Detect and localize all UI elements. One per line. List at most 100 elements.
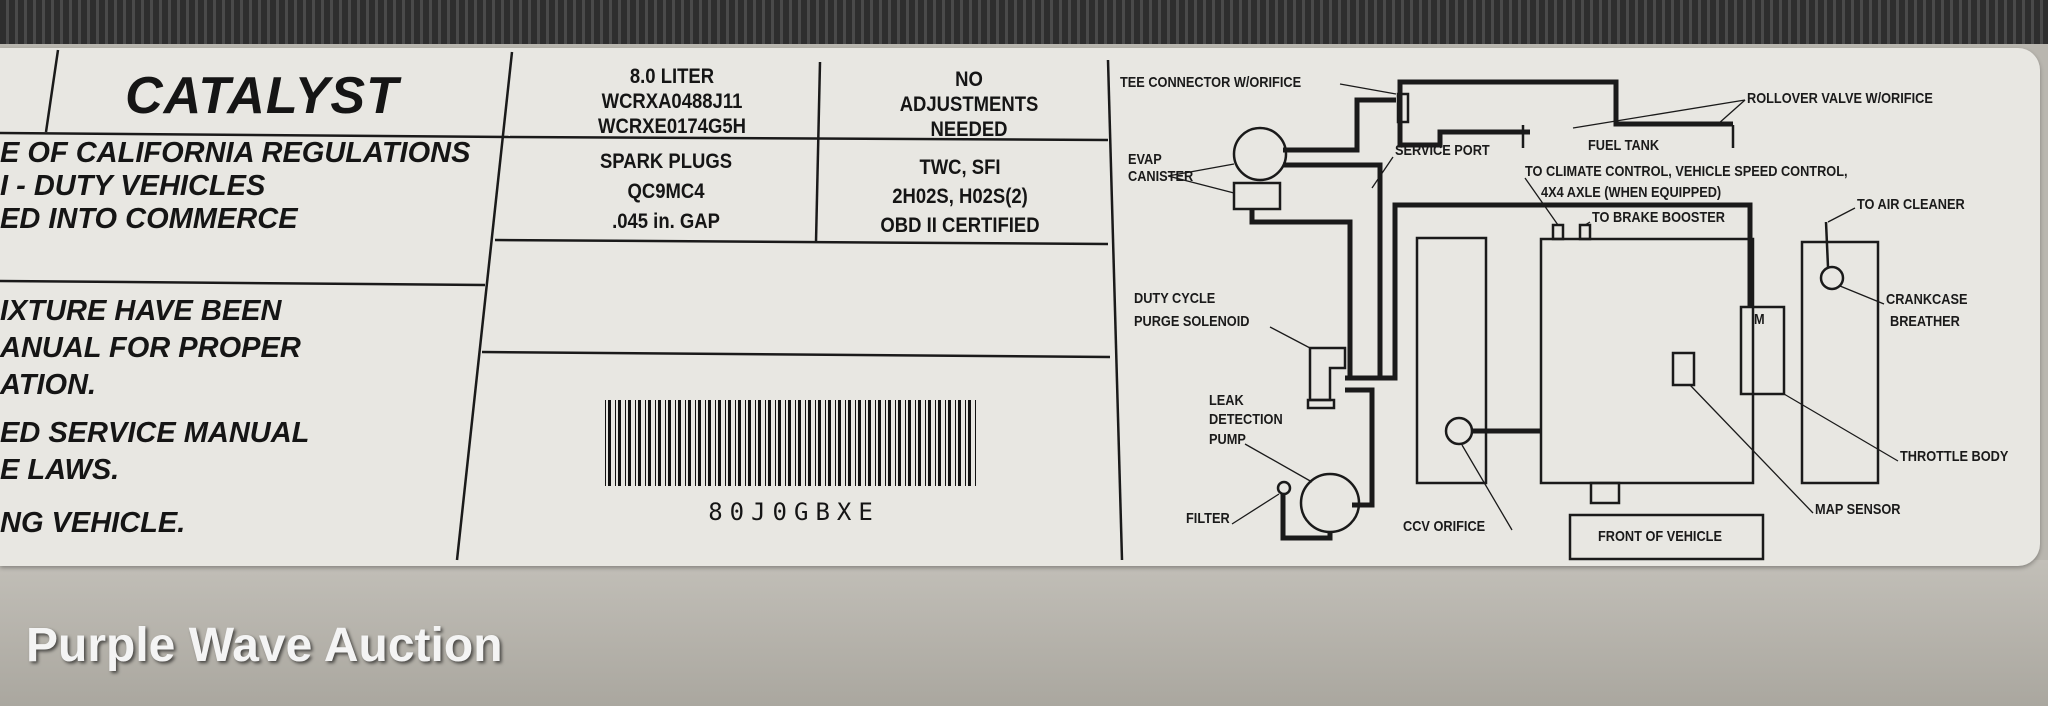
barcode-bar: [658, 400, 661, 486]
hose: [1283, 97, 1396, 153]
evap-family-code: WCRXE0174G5H: [598, 115, 746, 138]
diagram-label: CRANKCASE: [1886, 291, 1968, 308]
cell-line: NEEDED: [930, 118, 1008, 141]
emission-systems-cell: TWC, SFI 2H02S, H02S(2) OBD II CERTIFIED: [880, 153, 1039, 240]
barcode-bar: [855, 400, 856, 486]
diagram-label: 4X4 AXLE (WHEN EQUIPPED): [1541, 184, 1722, 201]
hose: [1249, 209, 1353, 380]
barcode-bar: [815, 400, 816, 486]
divider: [1106, 59, 1124, 561]
leader-lines: [1167, 83, 1899, 531]
evap-hoses: [1249, 79, 1753, 541]
barcode-bar: [718, 400, 721, 486]
hose: [1397, 115, 1530, 148]
metal-panel: [0, 560, 2048, 706]
purge-solenoid-icon: [1308, 346, 1347, 402]
engine-tab: [1589, 481, 1621, 505]
barcode-bar: [695, 400, 696, 486]
barcode-bar: [818, 400, 821, 486]
barcode-bar: [675, 400, 676, 486]
barcode-bar: [705, 400, 706, 486]
instruction-text: ANUAL FOR PROPER: [0, 332, 301, 364]
diagram-label: MAP SENSOR: [1815, 501, 1901, 518]
cell-line: SPARK PLUGS: [599, 150, 733, 173]
adjustments-cell: NO ADJUSTMENTS NEEDED: [900, 67, 1039, 142]
crankcase-breather-icon: [1819, 265, 1845, 291]
diagram-label: TO CLIMATE CONTROL, VEHICLE SPEED CONTRO…: [1525, 163, 1848, 180]
hose: [1280, 494, 1333, 541]
barcode-bar: [918, 400, 921, 486]
barcode-number: 80J0GBXE: [708, 498, 880, 526]
map-sensor-icon: [1671, 351, 1696, 387]
barcode-bar: [958, 400, 961, 486]
barcode-bar: [795, 400, 796, 486]
barcode-bar: [758, 400, 761, 486]
radiator-grille: [0, 0, 2048, 44]
diagram-label: SERVICE PORT: [1395, 142, 1490, 159]
barcode-bar: [865, 400, 866, 486]
diagram-label: EVAP: [1128, 151, 1162, 168]
instruction-text: E LAWS.: [0, 454, 120, 486]
barcode-bar: [668, 400, 671, 486]
diagram-label: PUMP: [1209, 431, 1246, 448]
evap-canister-box: [1232, 181, 1282, 211]
barcode-bar: [875, 400, 876, 486]
instruction-text: NG VEHICLE.: [0, 507, 186, 539]
barcode-bar: [715, 400, 716, 486]
barcode-bar: [778, 400, 781, 486]
divider: [0, 279, 486, 287]
diagram-label: BREATHER: [1890, 313, 1960, 330]
barcode-bar: [895, 400, 896, 486]
front-of-vehicle-box: [1568, 513, 1765, 561]
barcode-bar: [685, 400, 686, 486]
diagram-label: ROLLOVER VALVE W/ORIFICE: [1747, 90, 1933, 107]
catalyst-title: CATALYST: [125, 67, 399, 125]
barcode-bar: [735, 400, 736, 486]
barcode-bar: [638, 400, 641, 486]
barcode-bar: [945, 400, 946, 486]
diagram-label: FILTER: [1186, 510, 1230, 527]
barcode-bar: [738, 400, 741, 486]
barcode-bar: [858, 400, 861, 486]
barcode-bar: [915, 400, 916, 486]
barcode-bar: [845, 400, 846, 486]
barcode-bar: [708, 400, 711, 486]
cell-line: .045 in. GAP: [612, 210, 720, 233]
diagram-label: DETECTION: [1209, 411, 1283, 428]
hose: [1397, 79, 1733, 127]
barcode-bar: [808, 400, 811, 486]
barcode-bar: [965, 400, 966, 486]
barcode-bar: [925, 400, 926, 486]
barcode-bar: [628, 400, 631, 486]
barcode-bar: [775, 400, 776, 486]
m-box: [1739, 305, 1786, 396]
cell-line: TWC, SFI: [919, 156, 1001, 179]
barcode-bar: [698, 400, 701, 486]
engine-displacement: 8.0 LITER: [629, 65, 715, 88]
regulation-text: E OF CALIFORNIA REGULATIONS: [0, 137, 471, 169]
cell-line: QC9MC4: [627, 180, 705, 203]
diagram-label: LEAK: [1209, 392, 1244, 409]
hose: [1345, 387, 1375, 508]
barcode-bar: [938, 400, 941, 486]
barcode-bar: [975, 400, 976, 486]
cell-line: ADJUSTMENTS: [899, 93, 1039, 116]
barcode-bar: [898, 400, 901, 486]
barcode-bar: [848, 400, 851, 486]
barcode-bar: [755, 400, 756, 486]
barcode-bar: [955, 400, 956, 486]
barcode: [605, 400, 983, 486]
solenoid-base: [1306, 398, 1336, 410]
barcode-bar: [625, 400, 626, 486]
divider: [0, 131, 511, 139]
barcode-bar: [928, 400, 931, 486]
barcode-bar: [885, 400, 886, 486]
divider: [481, 350, 1111, 359]
engine-family-code: WCRXA0488J11: [601, 90, 743, 113]
barcode-bar: [665, 400, 666, 486]
barcode-bar: [608, 400, 611, 486]
diagram-label: TO AIR CLEANER: [1857, 196, 1965, 213]
divider: [44, 49, 60, 133]
watermark: Purple Wave Auction: [26, 619, 503, 672]
